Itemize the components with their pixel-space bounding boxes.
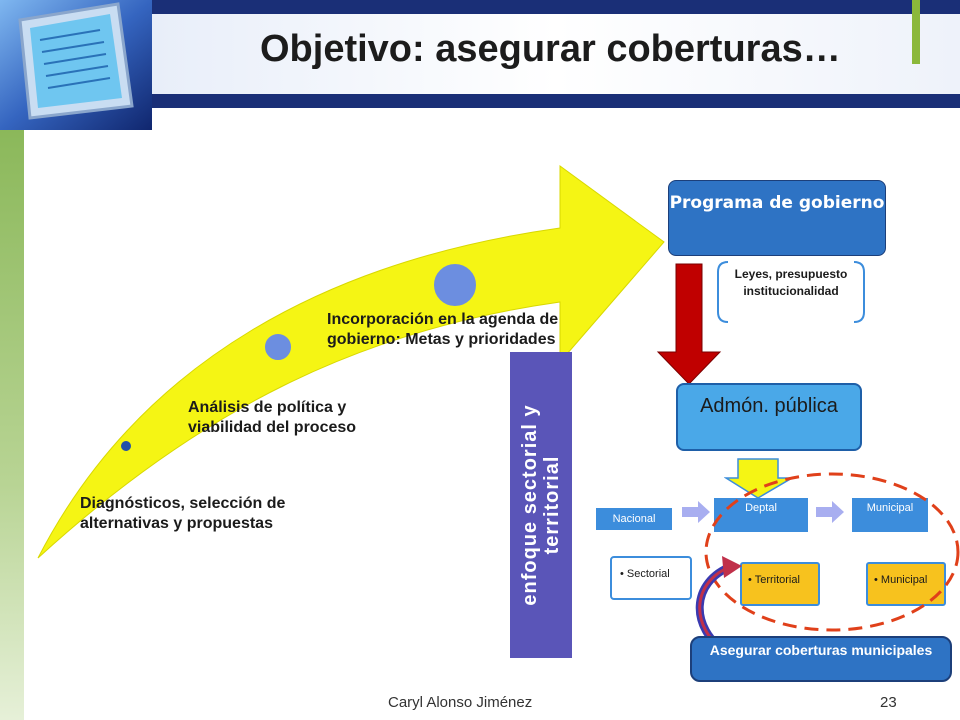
header-accent (912, 0, 920, 64)
leyes-text: Leyes, presupuesto institucionalidad (734, 267, 848, 298)
page-number: 23 (880, 694, 897, 711)
red-down-arrow (656, 263, 722, 385)
enfoque-bar: enfoque sectorial y territorial (510, 352, 572, 658)
sectorial-box: • Sectorial (610, 556, 692, 600)
asegurar-box: Asegurar coberturas municipales (690, 636, 952, 682)
deptal-box: Deptal (714, 498, 808, 532)
slide-title: Objetivo: asegurar coberturas… (260, 28, 841, 70)
left-stripe (0, 130, 24, 720)
leyes-bracket (717, 261, 865, 323)
step-diagnosticos: Diagnósticos, selección de alternativas … (80, 495, 286, 532)
footer-author: Caryl Alonso Jiménez (388, 694, 533, 711)
computer-image (0, 0, 152, 130)
nacional-box: Nacional (596, 508, 672, 530)
header-title-area (152, 14, 960, 94)
yellow-down-arrow (724, 458, 794, 499)
territorial-box: • Territorial (740, 562, 820, 606)
programa-box: Programa de gobierno (668, 180, 886, 256)
municipal-bullet-box: • Municipal (866, 562, 946, 606)
header-bar-top (152, 0, 960, 14)
arrow-right-icon (816, 501, 844, 523)
header-bar-bottom (152, 94, 960, 108)
admon-box: Admón. pública (676, 383, 862, 451)
step-analisis: Análisis de política y viabilidad del pr… (188, 399, 357, 436)
step-incorporacion: Incorporación en la agenda de gobierno: … (327, 311, 559, 348)
arrow-right-icon (682, 501, 710, 523)
municipal-box: Municipal (852, 498, 928, 532)
